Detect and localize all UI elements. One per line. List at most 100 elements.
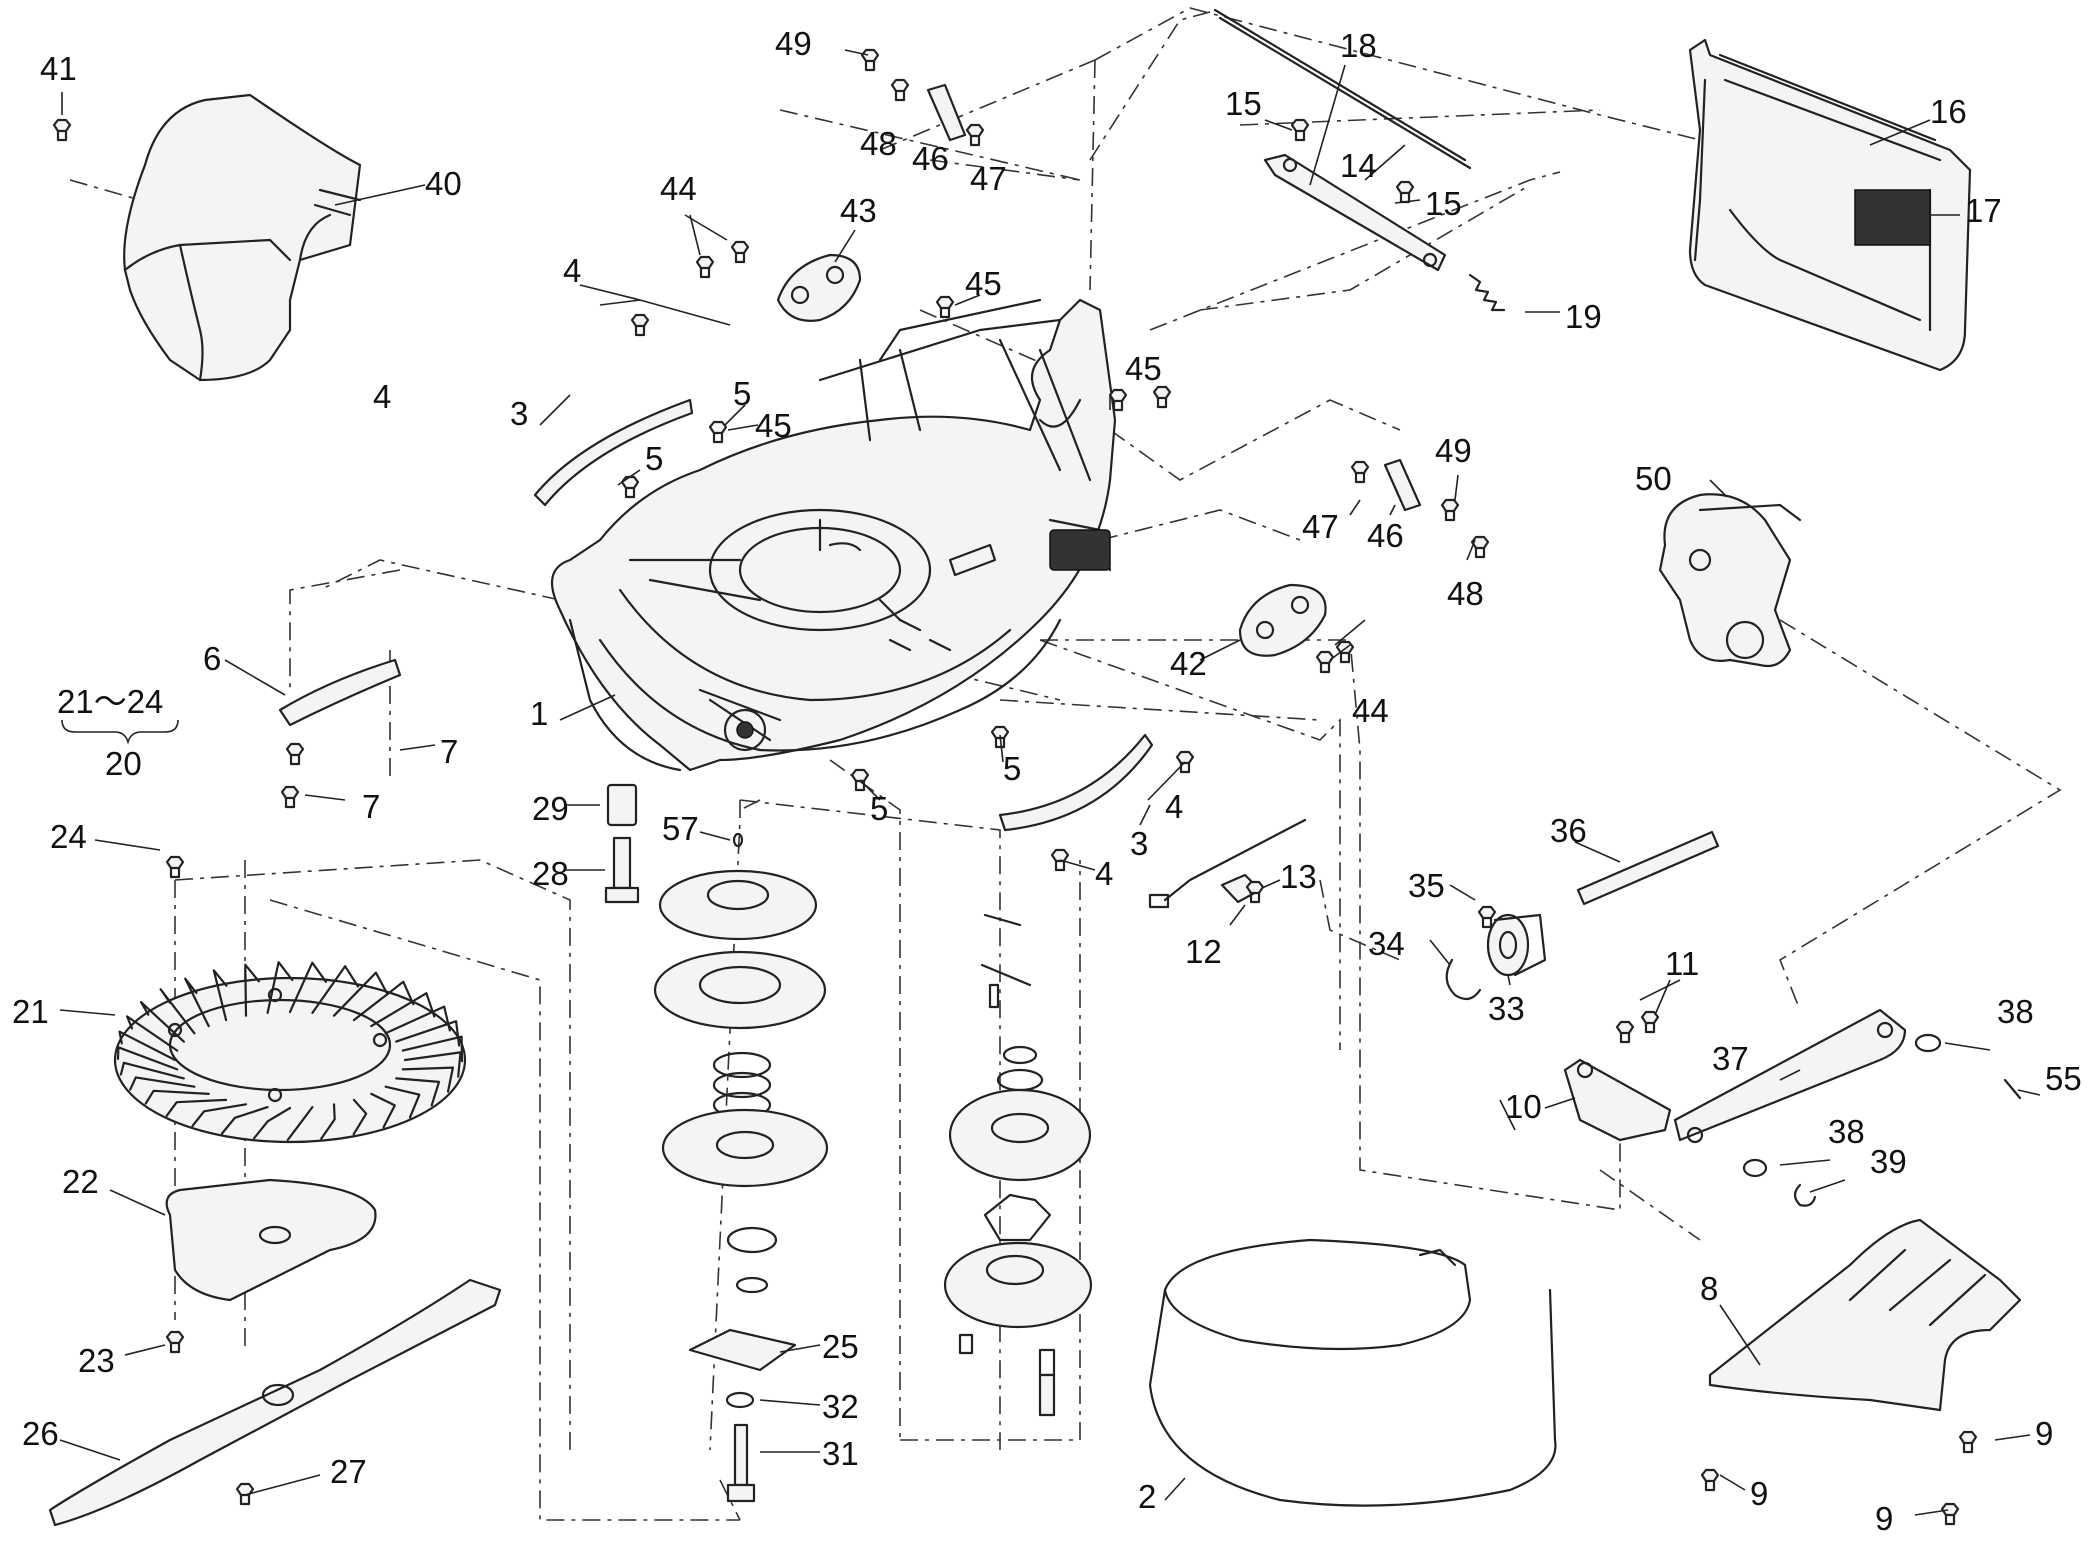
screw-icon (1245, 880, 1265, 904)
fan-blade (220, 1106, 269, 1135)
label-29: 29 (532, 790, 569, 827)
part-10-bracket (1563, 1058, 1672, 1142)
screw-icon (860, 48, 880, 72)
label-34: 34 (1368, 925, 1405, 962)
label-4-upper: 4 (563, 252, 581, 289)
label-2: 2 (1138, 1478, 1156, 1515)
label-9-center: 9 (1750, 1475, 1768, 1512)
part-16-grassbag-frame (1688, 38, 1972, 372)
fan-blade (384, 1085, 421, 1119)
part-13-cable (1148, 818, 1307, 909)
part-46-link-upper (926, 83, 967, 142)
part-21-fan (113, 961, 467, 1144)
label-24: 24 (50, 818, 87, 855)
stack-disc-3 (661, 1108, 829, 1188)
screw-icon (630, 313, 650, 337)
part-18-rod (1213, 8, 1472, 170)
part-39-clip (1793, 1183, 1817, 1207)
screw-icon (1315, 650, 1335, 674)
screw-icon (1395, 180, 1415, 204)
fan-blade (403, 1051, 462, 1078)
fan-blade (286, 1106, 314, 1142)
screw-icon (1958, 1430, 1978, 1454)
label-39: 39 (1870, 1143, 1907, 1180)
part-40-discharge-shroud (123, 93, 362, 382)
label-5-left: 5 (645, 440, 663, 477)
label-1: 1 (530, 695, 548, 732)
label-28: 28 (532, 855, 569, 892)
label-55: 55 (2045, 1060, 2082, 1097)
screw-icon (1290, 118, 1310, 142)
screw-icon (1350, 460, 1370, 484)
drive-disc-upper (948, 1088, 1092, 1182)
label-38-lower: 38 (1828, 1113, 1865, 1150)
part-1-mower-deck (550, 298, 1117, 772)
stack-disc-1 (658, 869, 818, 941)
label-4-left: 4 (373, 378, 391, 415)
label-57: 57 (662, 810, 699, 847)
part-3-strip-right (998, 733, 1154, 832)
screw-icon (890, 78, 910, 102)
part-32-washer (725, 1391, 755, 1409)
part-28-bolt (604, 836, 640, 904)
fan-blade (129, 1076, 196, 1091)
part-6-insert (278, 658, 402, 727)
screw-icon (730, 240, 750, 264)
fan-blade (384, 1005, 451, 1035)
fan-blade (401, 1066, 454, 1093)
label-19: 19 (1565, 298, 1602, 335)
fan-blade (352, 1098, 368, 1136)
label-50: 50 (1635, 460, 1672, 497)
label-4-lower: 4 (1095, 855, 1113, 892)
drive-disc-lower (943, 1241, 1093, 1329)
fan-blade (165, 1098, 228, 1117)
fan-blade (144, 1089, 210, 1105)
fan-blade (370, 992, 436, 1028)
label-47-right: 47 (1302, 508, 1339, 545)
fan-blade (266, 961, 294, 1014)
label-42: 42 (1170, 645, 1207, 682)
label-17: 17 (1965, 192, 2002, 229)
label-35: 35 (1408, 867, 1445, 904)
part-43-plate (776, 253, 862, 322)
fasteners (52, 48, 1978, 1526)
fan-blade (184, 977, 210, 1028)
screw-icon (235, 1482, 255, 1506)
label-49-right: 49 (1435, 432, 1472, 469)
label-44-right: 44 (1352, 692, 1389, 729)
label-23: 23 (78, 1342, 115, 1379)
label-11: 11 (1665, 945, 1699, 982)
label-40: 40 (425, 165, 462, 202)
part-42-plate (1238, 583, 1327, 657)
fan-blade (126, 1015, 179, 1052)
part-2-band (1148, 1238, 1557, 1507)
label-3-right: 3 (1130, 825, 1148, 862)
screw-icon (1440, 498, 1460, 522)
label-18: 18 (1340, 27, 1377, 64)
screw-icon (165, 1330, 185, 1354)
label-3-left: 3 (510, 395, 528, 432)
label-49-top: 49 (775, 25, 812, 62)
screw-icon (965, 123, 985, 147)
fan-blade (191, 1103, 248, 1127)
label-6: 6 (203, 640, 221, 677)
fan-blade (311, 965, 360, 1014)
screw-icon (1477, 905, 1497, 929)
part-29-bushing (606, 783, 638, 827)
part-26-blade (48, 1278, 502, 1527)
screw-icon (1940, 1502, 1960, 1526)
label-8: 8 (1700, 1270, 1718, 1307)
screw-icon (1700, 1468, 1720, 1492)
part-46-link-lower (1383, 458, 1422, 512)
label-21: 21 (12, 993, 49, 1030)
part-3-strip-left (533, 398, 694, 507)
screw-icon (1615, 1020, 1635, 1044)
drive-spring-upper (980, 913, 1032, 1009)
screw-icon (1640, 1010, 1660, 1034)
label-10: 10 (1505, 1088, 1542, 1125)
part-57-clip (732, 832, 744, 848)
part-50-gearbox (1658, 493, 1802, 668)
screw-icon (285, 742, 305, 766)
label-41: 41 (40, 50, 77, 87)
fan-blade (244, 963, 260, 1017)
